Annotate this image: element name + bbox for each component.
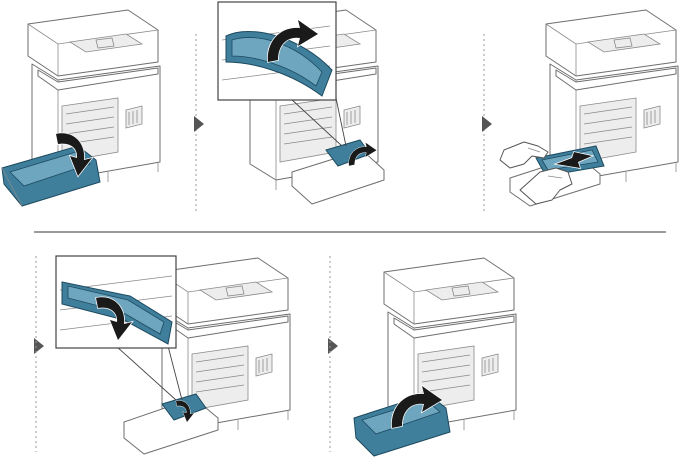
step-3-panel bbox=[499, 9, 679, 207]
hands-icon bbox=[499, 141, 573, 205]
step-marker-2 bbox=[194, 116, 204, 132]
step-marker-3 bbox=[482, 116, 492, 132]
callout-leader bbox=[115, 345, 183, 401]
callout-leader bbox=[289, 97, 347, 147]
step-4-panel bbox=[55, 255, 291, 455]
rear-cover-open bbox=[1, 145, 101, 207]
step-5-panel bbox=[353, 257, 517, 457]
arrow-left-icon bbox=[553, 151, 595, 169]
step-1-panel bbox=[1, 9, 161, 207]
detail-callout bbox=[55, 255, 177, 349]
step-2-panel bbox=[217, 1, 385, 205]
detail-callout bbox=[217, 1, 337, 101]
